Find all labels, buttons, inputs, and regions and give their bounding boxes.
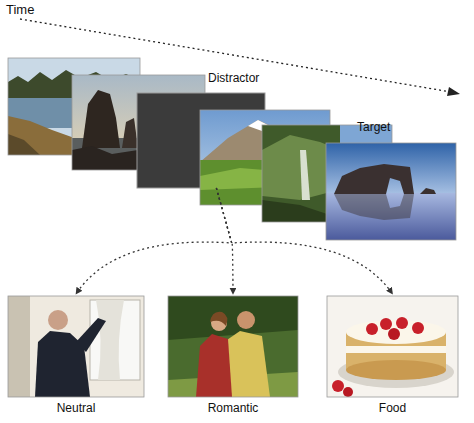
rock-arch bbox=[334, 164, 414, 194]
wall bbox=[8, 296, 144, 397]
strawberry bbox=[396, 317, 408, 329]
trees bbox=[168, 296, 298, 340]
stimulus-photo: Neutral bbox=[8, 296, 144, 397]
rock bbox=[122, 118, 138, 148]
romantic-photo bbox=[168, 296, 298, 397]
curtain bbox=[96, 300, 124, 380]
photo-frame bbox=[168, 296, 298, 397]
dotted-arrow bbox=[76, 188, 232, 294]
background bbox=[168, 296, 298, 397]
node-label: Food bbox=[327, 401, 458, 415]
photo-frame bbox=[327, 296, 458, 397]
man-head bbox=[48, 310, 68, 330]
node-label: Distractor bbox=[208, 71, 259, 85]
water bbox=[326, 193, 456, 240]
rocks bbox=[8, 134, 40, 155]
cream-layer bbox=[346, 346, 446, 353]
woman-hair bbox=[210, 312, 227, 326]
sky bbox=[326, 143, 456, 195]
strawberry bbox=[380, 318, 392, 330]
woman-dress bbox=[196, 334, 232, 397]
cake-base bbox=[346, 360, 446, 380]
neutral-photo bbox=[8, 296, 144, 397]
foreground-rocks bbox=[72, 146, 138, 170]
rock-arch-photo bbox=[326, 143, 456, 240]
strawberry bbox=[366, 323, 378, 335]
man-head bbox=[237, 311, 255, 329]
strawberry bbox=[332, 380, 344, 392]
time-arrow-head bbox=[447, 87, 460, 96]
cake-top bbox=[346, 320, 446, 344]
photo-frame bbox=[8, 296, 144, 397]
window bbox=[90, 300, 140, 380]
node-label: Target bbox=[357, 120, 390, 134]
door bbox=[8, 296, 30, 397]
photo-frame bbox=[326, 143, 456, 240]
stimulus-photo: Romantic bbox=[168, 296, 298, 397]
shrubs bbox=[262, 200, 330, 222]
man-arm bbox=[76, 318, 106, 352]
distractor-slot: Distractor bbox=[137, 93, 265, 188]
node-label: Neutral bbox=[8, 401, 144, 415]
reflection bbox=[334, 194, 414, 220]
background bbox=[327, 296, 458, 397]
strawberry bbox=[412, 322, 424, 334]
stimulus-photo: Food bbox=[327, 296, 458, 397]
dotted-arrow bbox=[216, 188, 233, 294]
waterfall bbox=[300, 150, 310, 200]
strawberry bbox=[343, 387, 353, 397]
dotted-arrow bbox=[216, 188, 392, 294]
food-photo bbox=[327, 296, 458, 397]
rock bbox=[82, 90, 120, 148]
strawberry bbox=[388, 328, 400, 340]
small-rock bbox=[420, 188, 436, 194]
target-photo: Target bbox=[326, 143, 456, 240]
axis-label: Time bbox=[6, 2, 34, 17]
node-label: Romantic bbox=[168, 401, 298, 415]
